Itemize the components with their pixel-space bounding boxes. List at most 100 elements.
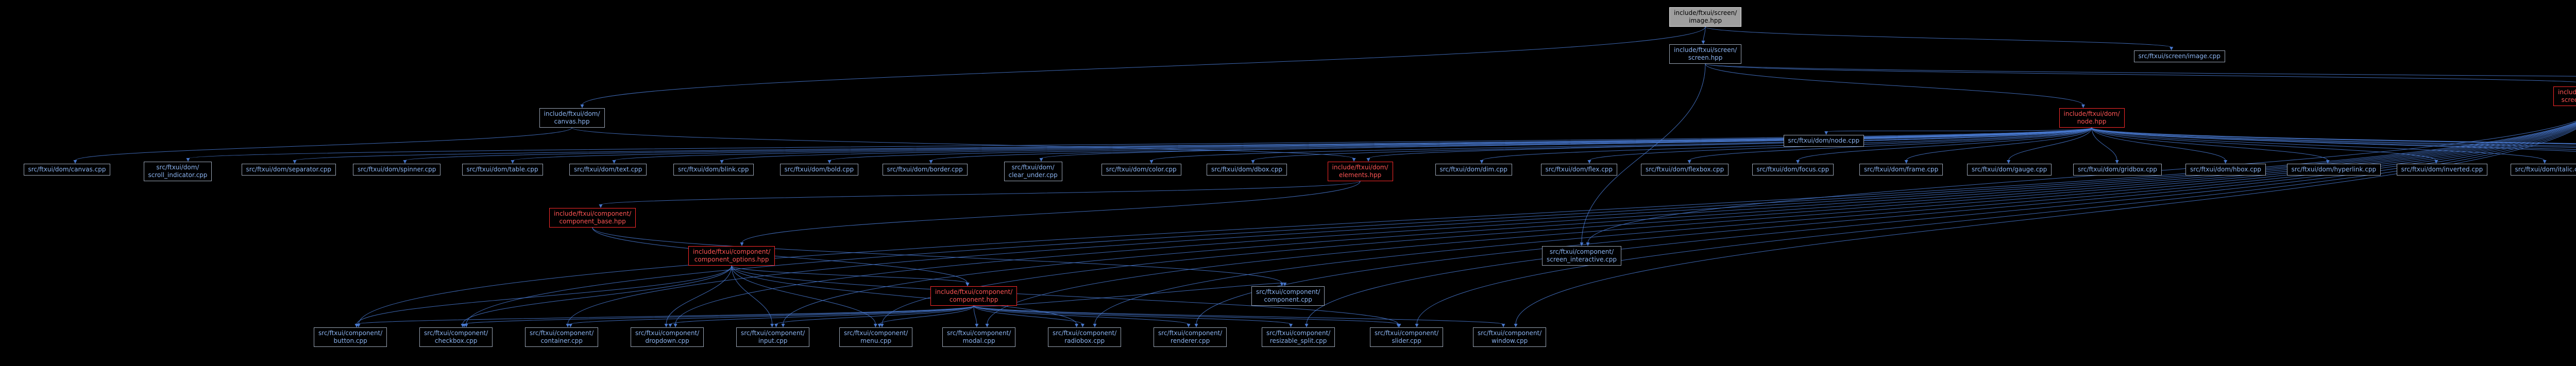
graph-node-spinner_cpp[interactable]: src/ftxui/dom/spinner.cpp xyxy=(353,164,441,176)
graph-node-text_cpp[interactable]: src/ftxui/dom/text.cpp xyxy=(569,164,647,176)
graph-edge xyxy=(600,181,1361,205)
graph-edge xyxy=(570,305,974,325)
graph-node-hbox_cpp[interactable]: src/ftxui/dom/hbox.cpp xyxy=(2185,164,2266,176)
graph-edge-arrowhead xyxy=(2007,160,2011,164)
graph-edge-arrowhead xyxy=(1796,160,1800,164)
graph-edge xyxy=(987,125,2576,325)
graph-edge-arrowhead xyxy=(1352,158,1356,162)
graph-node-window_cpp[interactable]: src/ftxui/component/ window.cpp xyxy=(1473,327,1547,347)
graph-node-cbase_hpp[interactable]: include/ftxui/component/ component_base.… xyxy=(549,208,636,228)
graph-node-checkbox_cpp[interactable]: src/ftxui/component/ checkbox.cpp xyxy=(419,327,493,347)
graph-node-bold_cpp[interactable]: src/ftxui/dom/bold.cpp xyxy=(779,164,859,176)
graph-node-menu_cpp[interactable]: src/ftxui/component/ menu.cpp xyxy=(839,327,913,347)
graph-edge-arrowhead xyxy=(781,324,785,327)
graph-node-focus_cpp[interactable]: src/ftxui/dom/focus.cpp xyxy=(1752,164,1834,176)
graph-edge xyxy=(675,123,2576,325)
graph-node-renderer_cpp[interactable]: src/ftxui/component/ renderer.cpp xyxy=(1154,327,1227,347)
graph-edge-arrowhead xyxy=(612,160,616,164)
graph-edge xyxy=(2091,127,2437,161)
graph-edge-arrowhead xyxy=(1093,324,1097,327)
graph-node-dbox_cpp[interactable]: src/ftxui/dom/dbox.cpp xyxy=(1207,164,1287,176)
graph-edge xyxy=(582,26,1706,106)
graph-edge xyxy=(2091,127,2576,147)
graph-node-image_cpp[interactable]: src/ftxui/screen/image.cpp xyxy=(2133,50,2225,62)
graph-node-dim_cpp[interactable]: src/ftxui/dom/dim.cpp xyxy=(1435,164,1512,176)
graph-node-si_hpp[interactable]: include/ftxui/component/ screen_interact… xyxy=(2553,86,2576,106)
graph-edge xyxy=(1705,26,2172,48)
graph-edge xyxy=(1689,127,2092,161)
graph-edge xyxy=(2091,127,2328,161)
graph-edge xyxy=(1094,125,2576,325)
graph-edge-arrowhead xyxy=(774,324,778,327)
graph-edge-arrowhead xyxy=(2224,160,2228,164)
graph-node-flex_cpp[interactable]: src/ftxui/dom/flex.cpp xyxy=(1540,164,1618,176)
graph-node-hyperlink_cpp[interactable]: src/ftxui/dom/hyperlink.cpp xyxy=(2286,164,2381,176)
graph-edge xyxy=(776,305,974,325)
graph-node-clear_under_cpp[interactable]: src/ftxui/dom/ clear_under.cpp xyxy=(1004,162,1062,181)
graph-node-si_cpp[interactable]: src/ftxui/component/ screen_interactive.… xyxy=(1542,246,1621,266)
graph-node-blink_cpp[interactable]: src/ftxui/dom/blink.cpp xyxy=(673,164,754,176)
graph-node-radiobox_cpp[interactable]: src/ftxui/component/ radiobox.cpp xyxy=(1048,327,1122,347)
graph-node-node_cpp[interactable]: src/ftxui/dom/node.cpp xyxy=(1783,135,1865,147)
graph-node-node_hpp[interactable]: include/ftxui/dom/ node.hpp xyxy=(2059,108,2125,128)
graph-edge xyxy=(1151,127,2092,161)
graph-node-frame_cpp[interactable]: src/ftxui/dom/frame.cpp xyxy=(1859,164,1943,176)
graph-node-rsplit_cpp[interactable]: src/ftxui/component/ resizable_split.cpp xyxy=(1262,327,1335,347)
graph-edge xyxy=(1705,63,2083,106)
graph-edge-arrowhead xyxy=(877,324,882,327)
graph-node-scroll_cpp[interactable]: src/ftxui/dom/ scroll_indicator.cpp xyxy=(143,162,212,181)
graph-node-container_cpp[interactable]: src/ftxui/component/ container.cpp xyxy=(525,327,599,347)
graph-node-table_cpp[interactable]: src/ftxui/dom/table.cpp xyxy=(462,164,543,176)
graph-node-dropdown_cpp[interactable]: src/ftxui/component/ dropdown.cpp xyxy=(631,327,704,347)
graph-edge-arrowhead xyxy=(1514,324,1518,327)
graph-node-button_cpp[interactable]: src/ftxui/component/ button.cpp xyxy=(314,327,387,347)
graph-node-screen_hpp[interactable]: include/ftxui/screen/ screen.hpp xyxy=(1669,44,1742,64)
graph-node-separator_cpp[interactable]: src/ftxui/dom/separator.cpp xyxy=(241,164,336,176)
graph-edge-arrowhead xyxy=(1080,324,1084,327)
graph-node-gridbox_cpp[interactable]: src/ftxui/dom/gridbox.cpp xyxy=(2073,164,2162,176)
graph-node-comp_hpp[interactable]: include/ftxui/component/ component.hpp xyxy=(930,286,1018,306)
graph-edge-arrowhead xyxy=(2543,160,2547,164)
graph-edge-arrowhead xyxy=(1280,283,1284,286)
graph-edge-arrowhead xyxy=(975,324,979,327)
graph-node-slider_cpp[interactable]: src/ftxui/component/ slider.cpp xyxy=(1370,327,1444,347)
graph-edge-arrowhead xyxy=(1904,160,1908,164)
graph-edge-arrowhead xyxy=(599,204,603,208)
graph-edge-arrowhead xyxy=(880,324,884,327)
graph-edge-arrowhead xyxy=(1149,160,1154,164)
graph-edge xyxy=(462,265,732,325)
graph-edge xyxy=(1705,63,2576,77)
graph-edge xyxy=(731,265,1399,325)
graph-edge-arrowhead xyxy=(293,160,297,164)
graph-edge-arrowhead xyxy=(580,104,584,108)
graph-edge xyxy=(1306,127,2576,325)
graph-node-elements_hpp[interactable]: include/ftxui/dom/ elements.hpp xyxy=(1327,162,1393,181)
graph-node-copts_hpp[interactable]: include/ftxui/component/ component_optio… xyxy=(688,246,775,266)
graph-node-italic_cpp[interactable]: src/ftxui/dom/italic.cpp xyxy=(2510,164,2576,176)
graph-node-color_cpp[interactable]: src/ftxui/dom/color.cpp xyxy=(1101,164,1181,176)
graph-edge xyxy=(731,265,876,325)
graph-node-input_cpp[interactable]: src/ftxui/component/ input.cpp xyxy=(736,327,810,347)
graph-edge xyxy=(614,127,2092,161)
graph-node-canvas_cpp[interactable]: src/ftxui/dom/canvas.cpp xyxy=(23,164,111,176)
graph-edge-arrowhead xyxy=(873,324,877,327)
graph-edge xyxy=(731,265,1077,325)
graph-edge-arrowhead xyxy=(2115,160,2119,164)
graph-node-comp_cpp[interactable]: src/ftxui/component/ component.cpp xyxy=(1251,286,1325,306)
graph-edge xyxy=(75,127,572,161)
graph-edge-arrowhead xyxy=(720,160,724,164)
graph-edge xyxy=(464,305,974,325)
graph-node-border_cpp[interactable]: src/ftxui/dom/border.cpp xyxy=(882,164,968,176)
graph-edge-arrowhead xyxy=(929,160,933,164)
graph-edge xyxy=(592,227,1282,284)
graph-edge-arrowhead xyxy=(965,283,970,286)
graph-node-canvas_hpp[interactable]: include/ftxui/dom/ canvas.hpp xyxy=(539,108,605,128)
graph-edge xyxy=(973,305,1083,325)
graph-edge-arrowhead xyxy=(2434,160,2438,164)
graph-node-inverted_cpp[interactable]: src/ftxui/dom/inverted.cpp xyxy=(2396,164,2488,176)
graph-node-gauge_cpp[interactable]: src/ftxui/dom/gauge.cpp xyxy=(1967,164,2052,176)
graph-node-flexbox_cpp[interactable]: src/ftxui/dom/flexbox.cpp xyxy=(1641,164,1729,176)
graph-edge xyxy=(666,265,732,325)
graph-edge-arrowhead xyxy=(186,158,190,162)
graph-node-modal_cpp[interactable]: src/ftxui/component/ modal.cpp xyxy=(942,327,1016,347)
